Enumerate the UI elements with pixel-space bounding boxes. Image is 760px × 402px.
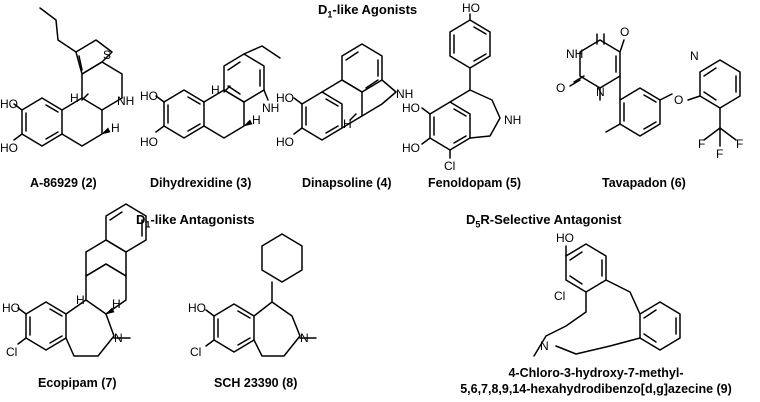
atom-f: F xyxy=(716,147,723,161)
header-agonists: D1-like Agonists xyxy=(318,2,418,20)
atom-h: H xyxy=(252,113,261,127)
atom-ho: HO xyxy=(140,135,158,149)
atom-ho: HO xyxy=(188,301,206,315)
atom-ho: HO xyxy=(276,135,294,149)
header-antagonists: D1-like Antagonists xyxy=(136,212,255,230)
atom-nh: NH xyxy=(262,101,279,115)
atom-cl: Cl xyxy=(190,345,201,359)
caption-compound-9-line2: 5,6,7,8,9,14-hexahydrodibenzo[d,g]azecin… xyxy=(460,382,732,396)
atom-ho: HO xyxy=(556,231,574,245)
atom-ho: HO xyxy=(462,1,480,15)
caption-compound-9-line1: 4-Chloro-3-hydroxy-7-methyl- xyxy=(508,366,684,380)
atom-n: N xyxy=(114,331,123,345)
atom-s: S xyxy=(103,48,111,62)
atom-ho: HO xyxy=(276,91,294,105)
atom-ho: HO xyxy=(0,97,18,111)
atom-o: O xyxy=(620,25,629,39)
atom-n: N xyxy=(596,85,605,99)
caption-tavapadon: Tavapadon (6) xyxy=(602,176,686,190)
atom-f: F xyxy=(698,137,705,151)
atom-nh: NH xyxy=(504,113,521,127)
atom-h: H xyxy=(211,83,220,97)
atom-ho: HO xyxy=(402,101,420,115)
atom-nh: NH xyxy=(566,47,583,61)
atom-h: H xyxy=(70,91,79,105)
atom-cl: Cl xyxy=(6,345,17,359)
atom-h: H xyxy=(111,121,120,135)
caption-a86929: A-86929 (2) xyxy=(30,176,97,190)
atom-cl: Cl xyxy=(444,159,455,173)
atom-n: N xyxy=(690,49,699,63)
atom-h: H xyxy=(76,293,85,307)
atom-ho: HO xyxy=(0,141,18,155)
caption-ecopipam: Ecopipam (7) xyxy=(38,376,117,390)
atom-nh: NH xyxy=(396,87,413,101)
atom-ho: HO xyxy=(140,89,158,103)
atom-n: N xyxy=(540,339,549,353)
caption-fenoldopam: Fenoldopam (5) xyxy=(428,176,522,190)
caption-dihydrexidine: Dihydrexidine (3) xyxy=(150,176,252,190)
caption-compound-9: 4-Chloro-3-hydroxy-7-methyl- 5,6,7,8,9,1… xyxy=(436,365,756,397)
atom-n: N xyxy=(300,331,309,345)
atom-h: H xyxy=(343,117,352,131)
atom-o: O xyxy=(674,93,683,107)
atom-h: H xyxy=(112,297,121,311)
atom-nh: NH xyxy=(117,94,134,108)
atom-f: F xyxy=(736,137,743,151)
atom-ho: HO xyxy=(402,141,420,155)
atom-o: O xyxy=(556,81,565,95)
caption-dinapsoline: Dinapsoline (4) xyxy=(302,176,392,190)
header-d5-antagonist: D5R-Selective Antagonist xyxy=(466,212,622,230)
atom-cl: Cl xyxy=(554,289,565,303)
atom-ho: HO xyxy=(2,301,20,315)
caption-sch23390: SCH 23390 (8) xyxy=(214,376,298,390)
